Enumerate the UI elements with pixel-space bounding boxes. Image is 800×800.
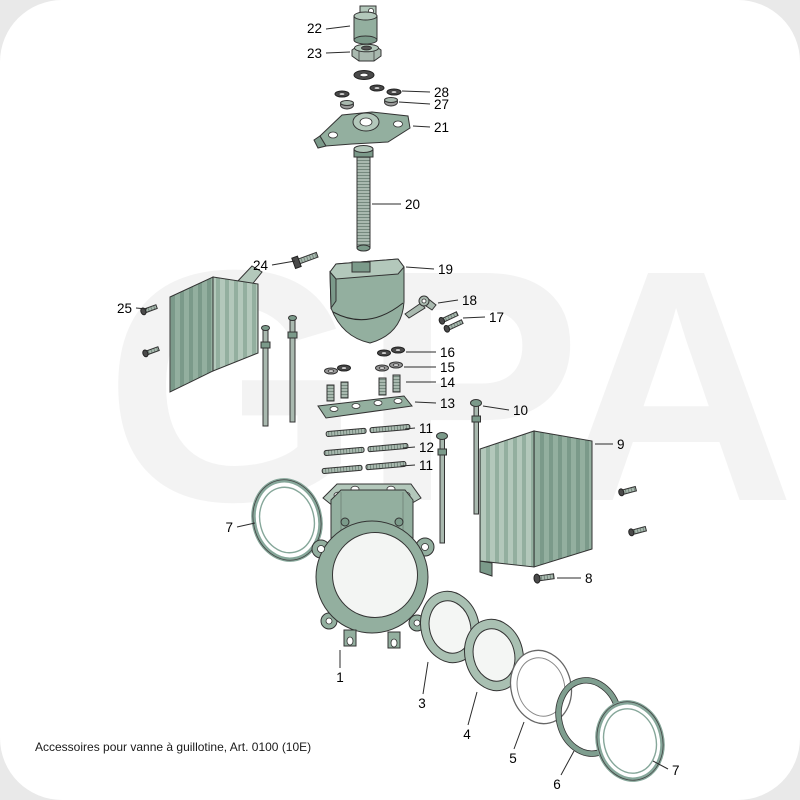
leader-11b xyxy=(400,464,416,467)
part-label-13: 13 xyxy=(440,396,455,411)
part-label-20: 20 xyxy=(405,197,420,212)
part-22-clevis xyxy=(353,5,378,45)
leader-23 xyxy=(325,51,351,54)
leader-25 xyxy=(135,307,148,310)
leader-12 xyxy=(402,446,416,449)
part-label-8: 8 xyxy=(585,571,593,586)
leader-28 xyxy=(401,90,431,93)
part-label-18: 18 xyxy=(462,293,477,308)
part-20-threaded-rod xyxy=(353,145,374,252)
part-7-gasket-right xyxy=(595,700,665,782)
part-7-gasket-left xyxy=(251,478,323,562)
part-label-25: 25 xyxy=(117,301,132,316)
part-28-washers xyxy=(334,84,402,98)
part-label-15: 15 xyxy=(440,360,455,375)
part-label-28: 28 xyxy=(434,85,449,100)
guide-rod xyxy=(287,315,298,423)
part-13-bar xyxy=(317,395,413,419)
leader-6 xyxy=(560,750,575,776)
washers-studs-left xyxy=(324,364,351,402)
part-label-22: 22 xyxy=(307,21,322,36)
part-16-washers xyxy=(377,346,405,357)
part-21-bracket xyxy=(313,111,411,149)
figure-caption: Accessoires pour vanne à guillotine, Art… xyxy=(35,740,312,754)
screw xyxy=(628,525,648,537)
part-label-7-left: 7 xyxy=(225,520,233,535)
screw xyxy=(618,485,638,497)
part-18-link xyxy=(404,295,437,319)
part-11-studs-row xyxy=(325,424,411,437)
part-label-21: 21 xyxy=(434,120,449,135)
part-label-24: 24 xyxy=(253,258,269,273)
leader-10 xyxy=(482,405,510,411)
part-label-27: 27 xyxy=(434,97,449,112)
leader-7-left xyxy=(236,522,256,528)
leader-24 xyxy=(271,260,296,266)
screw xyxy=(142,346,160,358)
guide-rod xyxy=(436,432,448,544)
left-guard-panel xyxy=(169,265,263,393)
part-11-studs-row xyxy=(321,461,407,474)
part-label-1: 1 xyxy=(336,670,344,685)
part-label-3: 3 xyxy=(418,696,426,711)
leader-17 xyxy=(462,316,486,319)
part-label-14: 14 xyxy=(440,375,456,390)
part-15-washers xyxy=(375,361,403,372)
part-label-6: 6 xyxy=(553,777,561,792)
part-label-16: 16 xyxy=(440,345,455,360)
leader-19 xyxy=(405,266,435,270)
part-8-bolt xyxy=(533,573,555,584)
leader-4 xyxy=(467,691,478,726)
part-24-bolt xyxy=(291,251,319,270)
leader-5 xyxy=(513,721,525,750)
part-1-valve-body xyxy=(311,483,435,649)
leader-13 xyxy=(414,401,437,404)
leader-18 xyxy=(437,299,459,304)
part-label-10: 10 xyxy=(513,403,528,418)
part-label-11b: 11 xyxy=(419,458,433,473)
part-17-bolts xyxy=(438,311,464,333)
part-12-studs-row xyxy=(323,443,409,456)
part-label-4: 4 xyxy=(463,727,471,742)
part-14-studs xyxy=(378,374,401,396)
part-label-12: 12 xyxy=(419,440,434,455)
leader-7-right xyxy=(652,760,669,770)
leader-27 xyxy=(398,101,431,105)
leader-22 xyxy=(325,25,351,30)
part-23-nut xyxy=(351,43,382,80)
leader-11a xyxy=(404,427,416,430)
part-label-17: 17 xyxy=(489,310,504,325)
leader-3 xyxy=(422,661,429,695)
watermark-text: GPA xyxy=(105,201,796,570)
part-9-guard-panel xyxy=(479,430,593,577)
part-label-5: 5 xyxy=(509,751,517,766)
part-label-19: 19 xyxy=(438,262,453,277)
part-27-nuts xyxy=(340,97,398,110)
part-label-9: 9 xyxy=(617,437,625,452)
part-4-ring xyxy=(464,618,524,692)
part-label-23: 23 xyxy=(307,46,322,61)
part-19-guard xyxy=(329,258,405,344)
guide-rod xyxy=(260,325,271,427)
part-10-rod xyxy=(470,399,482,515)
leader-21 xyxy=(412,125,431,128)
part-label-7-right: 7 xyxy=(672,763,680,778)
part-label-11a: 11 xyxy=(419,421,433,436)
